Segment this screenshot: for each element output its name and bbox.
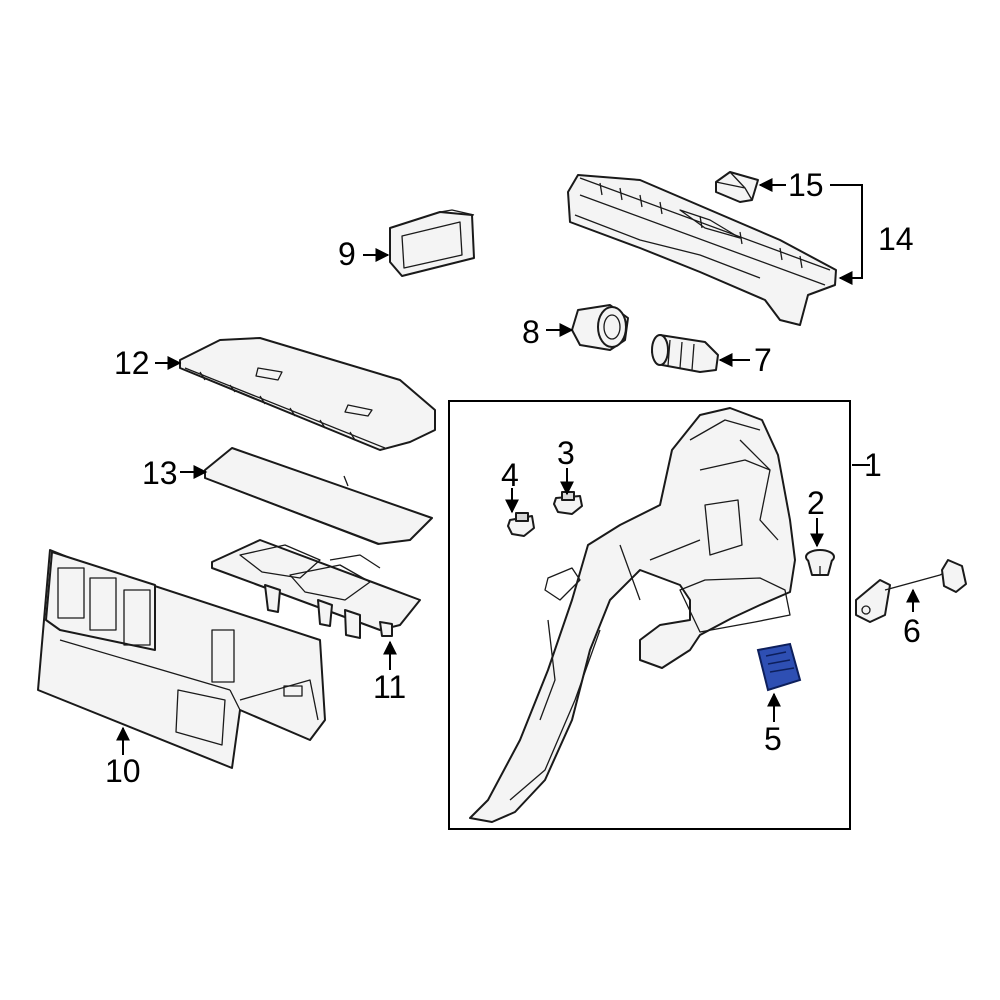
part-12-cargo-cover[interactable]: [179, 337, 436, 451]
callout-14: 14: [878, 221, 914, 257]
callout-labels: 1 2 3 4 5 6 7 8 9 10 11 12 13 14 15: [105, 167, 921, 789]
callout-10: 10: [105, 753, 141, 789]
callout-2: 2: [807, 485, 825, 521]
callout-13: 13: [142, 455, 178, 491]
leader-lines: [116, 178, 920, 755]
callout-15: 15: [788, 167, 824, 203]
part-14-sill-plate[interactable]: [567, 174, 837, 326]
callout-7: 7: [754, 342, 772, 378]
part-6-cable-harness[interactable]: [855, 559, 967, 623]
callout-12: 12: [114, 345, 150, 381]
callout-3: 3: [557, 435, 575, 471]
group-box-part-1: [448, 400, 851, 830]
callout-1: 1: [864, 447, 882, 483]
part-7-connector[interactable]: [651, 334, 719, 373]
part-10-rear-trim-panel[interactable]: [37, 549, 326, 769]
part-13-floor-board[interactable]: [204, 447, 433, 545]
part-9-lamp[interactable]: [389, 209, 475, 277]
callout-9: 9: [338, 236, 356, 272]
part-11-storage-tray[interactable]: [211, 539, 421, 639]
callout-5: 5: [764, 721, 782, 757]
callout-11: 11: [373, 669, 406, 705]
callout-6: 6: [903, 613, 921, 649]
part-5-cover-highlighted[interactable]: [756, 642, 802, 692]
part-15-cap[interactable]: [715, 171, 759, 203]
part-4-clip[interactable]: [507, 512, 535, 537]
part-3-clip[interactable]: [553, 491, 583, 515]
callout-4: 4: [501, 457, 519, 493]
part-1-quarter-trim-panel[interactable]: [469, 407, 796, 823]
callout-8: 8: [522, 314, 540, 350]
part-8-socket[interactable]: [571, 304, 629, 351]
part-2-push-clip[interactable]: [805, 549, 835, 576]
